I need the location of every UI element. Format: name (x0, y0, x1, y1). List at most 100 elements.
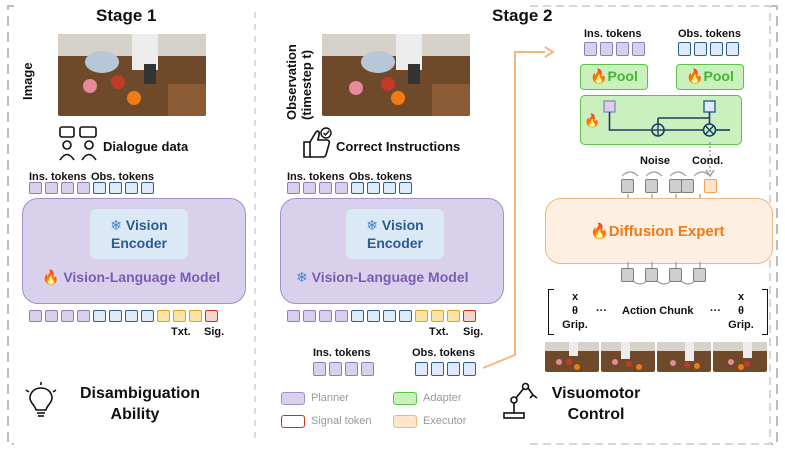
s2-encoder-line1: Vision (381, 217, 424, 233)
token (61, 182, 74, 194)
fire-icon: 🔥 (42, 269, 60, 285)
s1-txt-label: Txt. (171, 326, 191, 338)
bracket-right (762, 289, 768, 335)
token (77, 310, 90, 322)
token (173, 310, 186, 322)
token (704, 179, 717, 193)
pool-ins: 🔥Pool (580, 64, 648, 90)
diffusion-expert (545, 198, 773, 264)
action-left-x: x (571, 291, 579, 303)
action-ellipsis-right: ··· (710, 305, 721, 317)
token (157, 310, 170, 322)
token (726, 42, 739, 56)
token (616, 42, 629, 56)
observation-label: Observation (timestep t) (284, 44, 314, 120)
token (645, 268, 658, 282)
legend-planner: Planner (311, 392, 349, 404)
token (693, 268, 706, 282)
fire-icon: 🔥 (590, 68, 608, 84)
token (141, 182, 154, 194)
token (431, 362, 444, 376)
legend-executor: Executor (423, 415, 467, 427)
s1-ins-tokens-label: Ins. tokens (29, 171, 87, 183)
token (109, 182, 122, 194)
token (351, 182, 364, 194)
dialogue-label: Dialogue data (103, 139, 189, 154)
token (463, 310, 476, 322)
s1-vlm-label: 🔥 Vision-Language Model (42, 269, 220, 286)
token (329, 362, 342, 376)
token (399, 182, 412, 194)
pool-obs: 🔥Pool (676, 64, 744, 90)
dialogue-icon (59, 126, 97, 161)
s2-vlm-label: ❄ Vision-Language Model (296, 269, 469, 286)
token (351, 310, 364, 322)
action-right-theta: θ (738, 305, 744, 317)
token (125, 310, 138, 322)
top-obs-label: Obs. tokens (678, 28, 741, 40)
legend-swatch-executor (393, 415, 417, 428)
action-left-theta: θ (572, 305, 578, 317)
s2-vision-encoder: ❄ Vision Encoder (346, 209, 444, 259)
legend-swatch-planner (281, 392, 305, 405)
action-right-x: x (737, 291, 745, 303)
token (415, 310, 428, 322)
action-right-grip: Grip. (728, 319, 754, 331)
token (584, 42, 597, 56)
control-line1: Visuomotor (551, 385, 641, 402)
token (399, 310, 412, 322)
token (93, 182, 106, 194)
token (335, 310, 348, 322)
s2-encoder-line2: Encoder (366, 235, 423, 251)
token (319, 182, 332, 194)
diffusion-expert-label: 🔥Diffusion Expert (590, 222, 725, 240)
fire-icon: 🔥 (584, 113, 601, 128)
legend-swatch-signal (281, 415, 305, 428)
s1-encoder-line1: Vision (125, 217, 168, 233)
lightbulb-icon (25, 382, 57, 417)
fire-icon: 🔥 (590, 223, 609, 240)
action-left-col: x θ Grip. (560, 290, 590, 332)
control-line2: Control (567, 406, 625, 423)
action-frame (601, 342, 655, 372)
token (205, 310, 218, 322)
s1-vlm-text: Vision-Language Model (63, 269, 221, 285)
token (313, 362, 326, 376)
diffusion-text: Diffusion Expert (608, 223, 725, 240)
action-chunk-title: Action Chunk (622, 305, 694, 317)
action-ellipsis-left: ··· (596, 305, 607, 317)
obs-label-line2: (timestep t) (299, 49, 314, 120)
image-label: Image (20, 62, 35, 100)
token (303, 182, 316, 194)
token (45, 182, 58, 194)
s2-obs-tokens-label: Obs. tokens (349, 171, 412, 183)
thumbs-up-icon (303, 127, 332, 158)
adapter-flow (603, 100, 730, 137)
pool-ins-label: Pool (607, 68, 638, 84)
token (694, 42, 707, 56)
s1-vision-encoder: ❄ Vision Encoder (90, 209, 188, 259)
s1-encoder-line2: Encoder (110, 235, 167, 251)
s1-sig-label: Sig. (204, 326, 225, 338)
token (383, 310, 396, 322)
action-frame (713, 342, 767, 372)
token (632, 42, 645, 56)
token (645, 179, 658, 193)
legend-signal: Signal token (311, 415, 372, 427)
token (93, 310, 106, 322)
token (681, 179, 694, 193)
s2-ins-tokens-label: Ins. tokens (287, 171, 345, 183)
stage2-title: Stage 2 (492, 6, 553, 25)
token (319, 310, 332, 322)
action-frame (657, 342, 711, 372)
visuomotor-control: Visuomotor Control (548, 383, 644, 425)
token (141, 310, 154, 322)
snowflake-icon: ❄ (366, 217, 379, 233)
ability-line1: Disambiguation (80, 385, 201, 402)
token (77, 182, 90, 194)
bottom-obs-label: Obs. tokens (412, 347, 475, 359)
snowflake-icon: ❄ (110, 217, 123, 233)
token (669, 268, 682, 282)
token (447, 310, 460, 322)
token (621, 268, 634, 282)
